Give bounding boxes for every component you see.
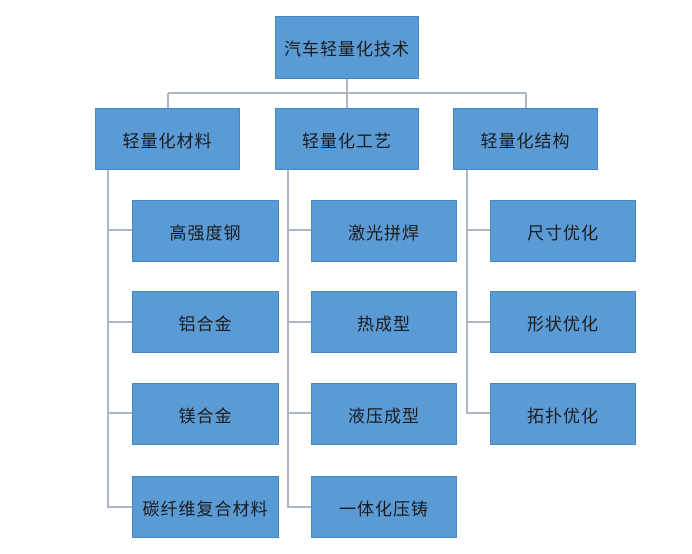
leaf-node-magnesium-alloy: 镁合金 (132, 383, 279, 445)
leaf-node-size-optimization: 尺寸优化 (490, 200, 636, 262)
leaf-node-aluminum-alloy: 铝合金 (132, 291, 279, 353)
leaf-node-carbon-fiber-composite: 碳纤维复合材料 (132, 476, 279, 538)
branch-node-process: 轻量化工艺 (275, 108, 419, 170)
branch-node-structure: 轻量化结构 (453, 108, 598, 170)
leaf-node-hydroforming: 液压成型 (311, 383, 457, 445)
root-node: 汽车轻量化技术 (275, 16, 419, 79)
leaf-node-topology-optimization: 拓扑优化 (490, 383, 636, 445)
branch-node-materials: 轻量化材料 (95, 108, 240, 170)
leaf-node-high-strength-steel: 高强度钢 (132, 200, 279, 262)
leaf-node-laser-welding: 激光拼焊 (311, 200, 457, 262)
leaf-node-hot-forming: 热成型 (311, 291, 457, 353)
leaf-node-shape-optimization: 形状优化 (490, 291, 636, 353)
leaf-node-integrated-die-casting: 一体化压铸 (311, 476, 457, 538)
